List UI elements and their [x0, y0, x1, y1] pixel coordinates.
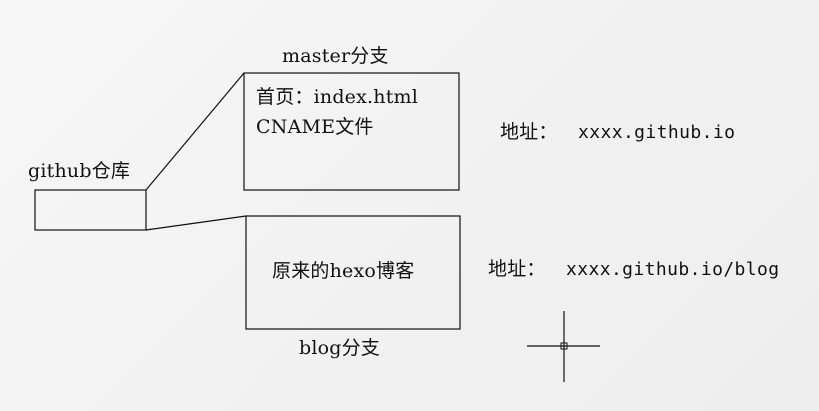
blog-branch-label: blog分支 [299, 337, 381, 359]
connector-to-master [145, 72, 245, 191]
blog-content: 原来的hexo博客 [272, 260, 415, 282]
connector-to-blog [145, 215, 247, 231]
blog-address-value: xxxx.github.io/blog [566, 259, 780, 280]
master-address-label: 地址： [500, 121, 558, 143]
master-address-value: xxxx.github.io [578, 122, 736, 143]
repo-label: github仓库 [28, 160, 131, 182]
repo-box [34, 189, 147, 231]
master-box [243, 72, 460, 191]
blog-address-label: 地址： [488, 258, 546, 280]
crosshair-center [560, 342, 568, 350]
master-line-cname: CNAME文件 [256, 116, 374, 138]
master-branch-label: master分支 [282, 45, 389, 67]
master-line-home: 首页：index.html [256, 86, 419, 108]
blog-box [245, 215, 461, 330]
